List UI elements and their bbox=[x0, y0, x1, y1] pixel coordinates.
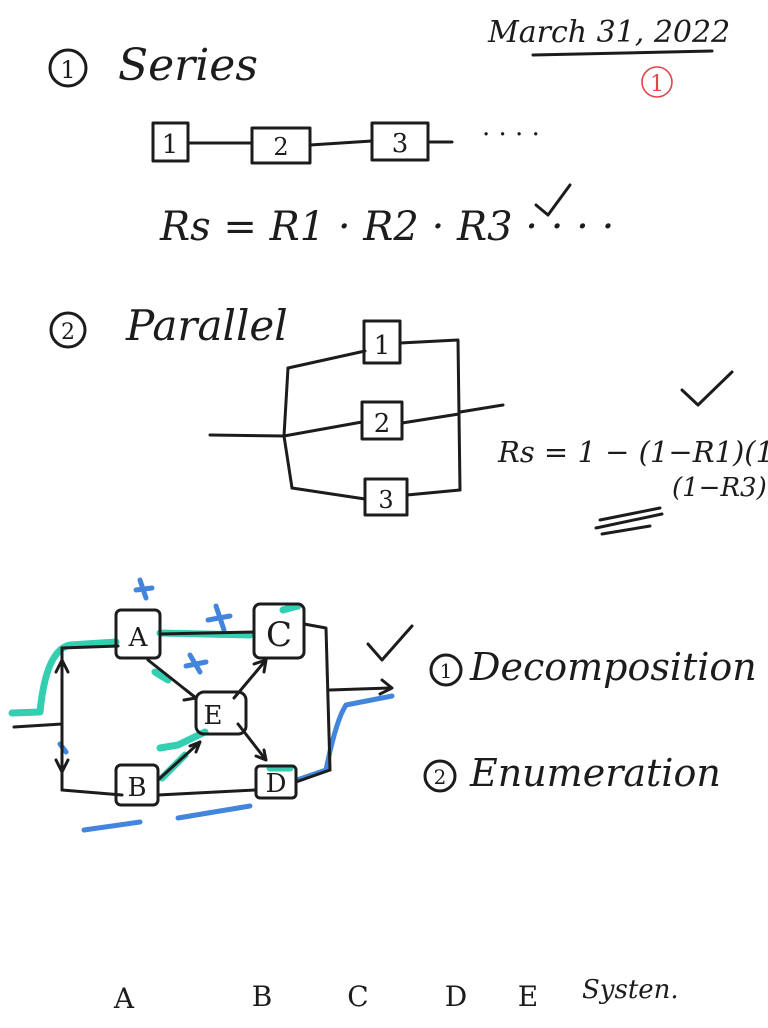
network-section: A B C D E 1 Decomposition 2 Enumeration bbox=[8, 577, 757, 833]
network-node-c-label: C bbox=[266, 615, 292, 655]
table-header-c: C bbox=[347, 980, 368, 1013]
table-header-a: A bbox=[113, 982, 135, 1015]
series-number-text: 1 bbox=[60, 56, 75, 84]
network-check-mark-icon bbox=[366, 624, 414, 662]
parallel-block-2-label: 2 bbox=[374, 409, 391, 439]
series-continuation-dots: · · · · bbox=[482, 120, 540, 150]
parallel-number-badge: 2 bbox=[49, 311, 87, 349]
parallel-formula: Rs = 1 − (1−R1)(1−R2) (1−R3) bbox=[497, 370, 768, 536]
method-item-decomposition: 1 Decomposition bbox=[429, 645, 757, 689]
parallel-formula-line1: Rs = 1 − (1−R1)(1−R2) bbox=[497, 435, 768, 469]
table-header-b: B bbox=[252, 980, 273, 1013]
network-node-b-label: B bbox=[127, 773, 146, 803]
method-1-number: 1 bbox=[440, 659, 453, 683]
date-text: March 31, 2022 bbox=[487, 15, 730, 50]
table-header-system: Systen. bbox=[582, 975, 679, 1005]
page-number-badge: 1 bbox=[641, 66, 673, 98]
parallel-title: Parallel bbox=[125, 301, 288, 350]
truth-table-header: A B C D E Systen. bbox=[113, 975, 679, 1015]
network-node-a-label: A bbox=[128, 623, 149, 653]
series-title: Series bbox=[118, 40, 258, 91]
method-1-label: Decomposition bbox=[469, 645, 757, 689]
series-number-badge: 1 bbox=[48, 48, 88, 88]
parallel-block-1-label: 1 bbox=[374, 331, 391, 361]
network-node-d-label: D bbox=[266, 769, 287, 799]
network-node-e-label: E bbox=[204, 701, 223, 731]
network-diagram: A B C D E bbox=[12, 602, 414, 807]
series-section: 1 Series 1 2 3 · · · · Rs = R1 · R2 · R3… bbox=[48, 40, 614, 250]
parallel-formula-line2: (1−R3) bbox=[672, 473, 767, 503]
analysis-methods-list: 1 Decomposition 2 Enumeration bbox=[423, 645, 757, 795]
date-header: March 31, 2022 bbox=[487, 15, 730, 57]
series-formula-text: Rs = R1 · R2 · R3 · · · · bbox=[159, 204, 614, 250]
table-header-d: D bbox=[445, 980, 467, 1013]
table-header-e: E bbox=[518, 980, 538, 1013]
page-number-text: 1 bbox=[650, 72, 664, 97]
series-block-2-label: 2 bbox=[273, 133, 288, 161]
method-2-label: Enumeration bbox=[469, 751, 721, 795]
method-2-number: 2 bbox=[434, 765, 447, 789]
parallel-diagram: 1 2 3 bbox=[208, 319, 505, 517]
parallel-underline-scribble bbox=[594, 506, 664, 536]
series-block-3-label: 3 bbox=[392, 129, 409, 159]
parallel-number-text: 2 bbox=[61, 320, 75, 345]
parallel-section: 2 Parallel 1 2 3 Rs = 1 bbox=[49, 301, 768, 536]
series-diagram: 1 2 3 · · · · bbox=[151, 120, 540, 165]
method-item-enumeration: 2 Enumeration bbox=[423, 751, 721, 795]
series-formula: Rs = R1 · R2 · R3 · · · · bbox=[159, 183, 614, 250]
parallel-check-mark-icon bbox=[680, 370, 734, 407]
series-check-mark-icon bbox=[534, 183, 572, 217]
series-block-1-label: 1 bbox=[162, 130, 179, 160]
parallel-block-3-label: 3 bbox=[378, 486, 393, 514]
